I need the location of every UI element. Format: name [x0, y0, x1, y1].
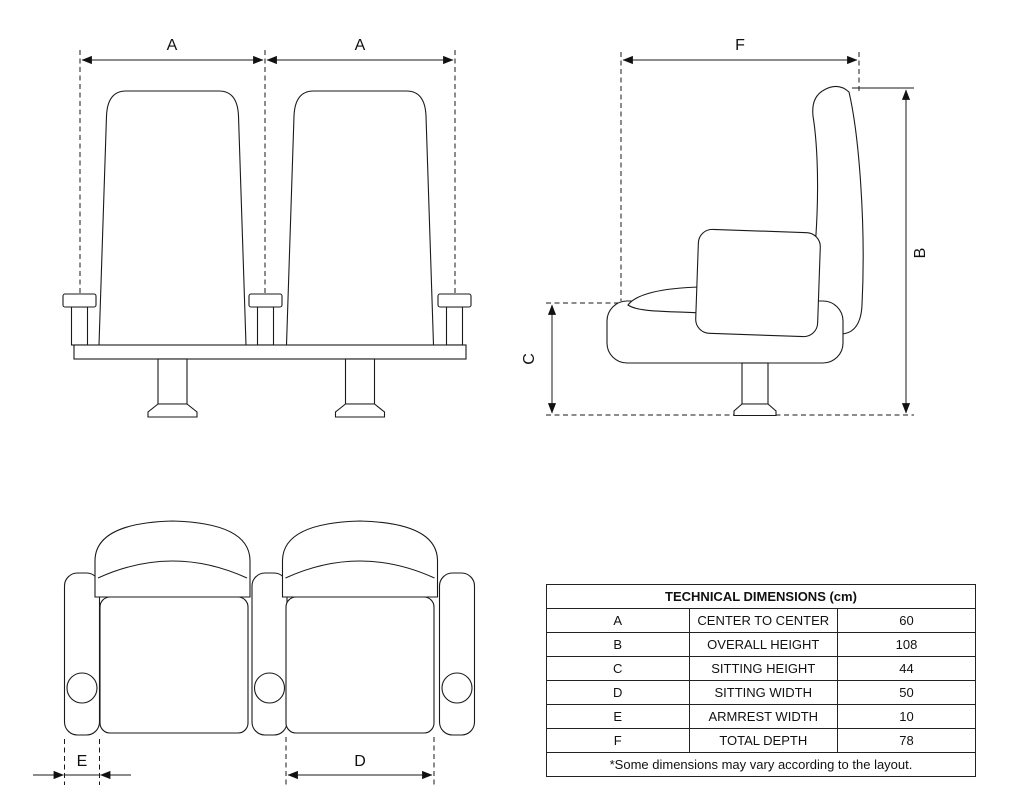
pedestal-left [157, 358, 188, 405]
dim-key: E [546, 704, 690, 729]
dim-key: C [546, 656, 690, 681]
dim-name: ARMREST WIDTH [688, 704, 839, 729]
dimension-label-a-left: A [167, 37, 178, 54]
side-view: F B C [521, 37, 929, 417]
dim-value: 78 [837, 728, 976, 753]
seat-cushion [695, 228, 821, 338]
dim-name: SITTING WIDTH [688, 680, 839, 705]
dimension-label-e: E [77, 753, 88, 770]
armrest-right [438, 572, 476, 736]
table-footnote: *Some dimensions may vary according to t… [546, 752, 976, 777]
armrest-left [63, 572, 101, 736]
cupholder-right [441, 672, 473, 704]
dimension-label-f: F [735, 37, 745, 54]
table-row: B OVERALL HEIGHT 108 [546, 632, 976, 657]
seat-cushion-left [99, 596, 249, 734]
armrest-center [251, 572, 288, 736]
dim-value: 108 [837, 632, 976, 657]
seat-back-left [98, 90, 247, 346]
front-view: A A [62, 37, 472, 418]
foot-left [147, 403, 198, 418]
foot [733, 403, 777, 417]
dimensions-table-container: TECHNICAL DIMENSIONS (cm) A CENTER TO CE… [546, 584, 976, 777]
armrest-cap-right [437, 293, 472, 308]
dim-name: CENTER TO CENTER [688, 608, 839, 633]
top-view: E D [33, 520, 476, 785]
dim-key: B [546, 632, 690, 657]
table-header-row: TECHNICAL DIMENSIONS (cm) [546, 584, 976, 609]
dimension-label-c: C [521, 353, 538, 365]
dim-value: 50 [837, 680, 976, 705]
dim-name: OVERALL HEIGHT [688, 632, 839, 657]
armrest-post-right [445, 306, 464, 346]
table-row: E ARMREST WIDTH 10 [546, 704, 976, 729]
armrest-cap-left [62, 293, 97, 308]
dim-key: D [546, 680, 690, 705]
armrest-post-center [256, 306, 275, 346]
table-footer-row: *Some dimensions may vary according to t… [546, 752, 976, 777]
pedestal-right [344, 358, 376, 405]
dim-key: A [546, 608, 690, 633]
seat-cushion-right [285, 596, 435, 734]
back-contour-right [285, 560, 435, 579]
armrest-post-left [70, 306, 89, 346]
foot-right [334, 403, 386, 418]
seat-back-right [285, 90, 435, 346]
seat-back-top-left [94, 520, 251, 598]
dim-value: 10 [837, 704, 976, 729]
base-rail [73, 344, 467, 360]
table-row: D SITTING WIDTH 50 [546, 680, 976, 705]
dimensions-table: TECHNICAL DIMENSIONS (cm) A CENTER TO CE… [546, 584, 976, 777]
table-title: TECHNICAL DIMENSIONS (cm) [546, 584, 976, 609]
pedestal [741, 362, 769, 405]
dim-value: 60 [837, 608, 976, 633]
dimension-label-b: B [912, 248, 929, 259]
cupholder-left [66, 672, 98, 704]
dimension-label-a-right: A [355, 37, 366, 54]
armrest-cap-center [248, 293, 283, 308]
table-row: C SITTING HEIGHT 44 [546, 656, 976, 681]
dimension-label-d: D [354, 753, 366, 770]
dim-key: F [546, 728, 690, 753]
table-row: A CENTER TO CENTER 60 [546, 608, 976, 633]
table-row: F TOTAL DEPTH 78 [546, 728, 976, 753]
cupholder-center [253, 672, 286, 704]
back-contour-left [97, 560, 248, 579]
dim-name: TOTAL DEPTH [688, 728, 839, 753]
dim-value: 44 [837, 656, 976, 681]
seat-back-top-right [281, 520, 439, 598]
dim-name: SITTING HEIGHT [688, 656, 839, 681]
